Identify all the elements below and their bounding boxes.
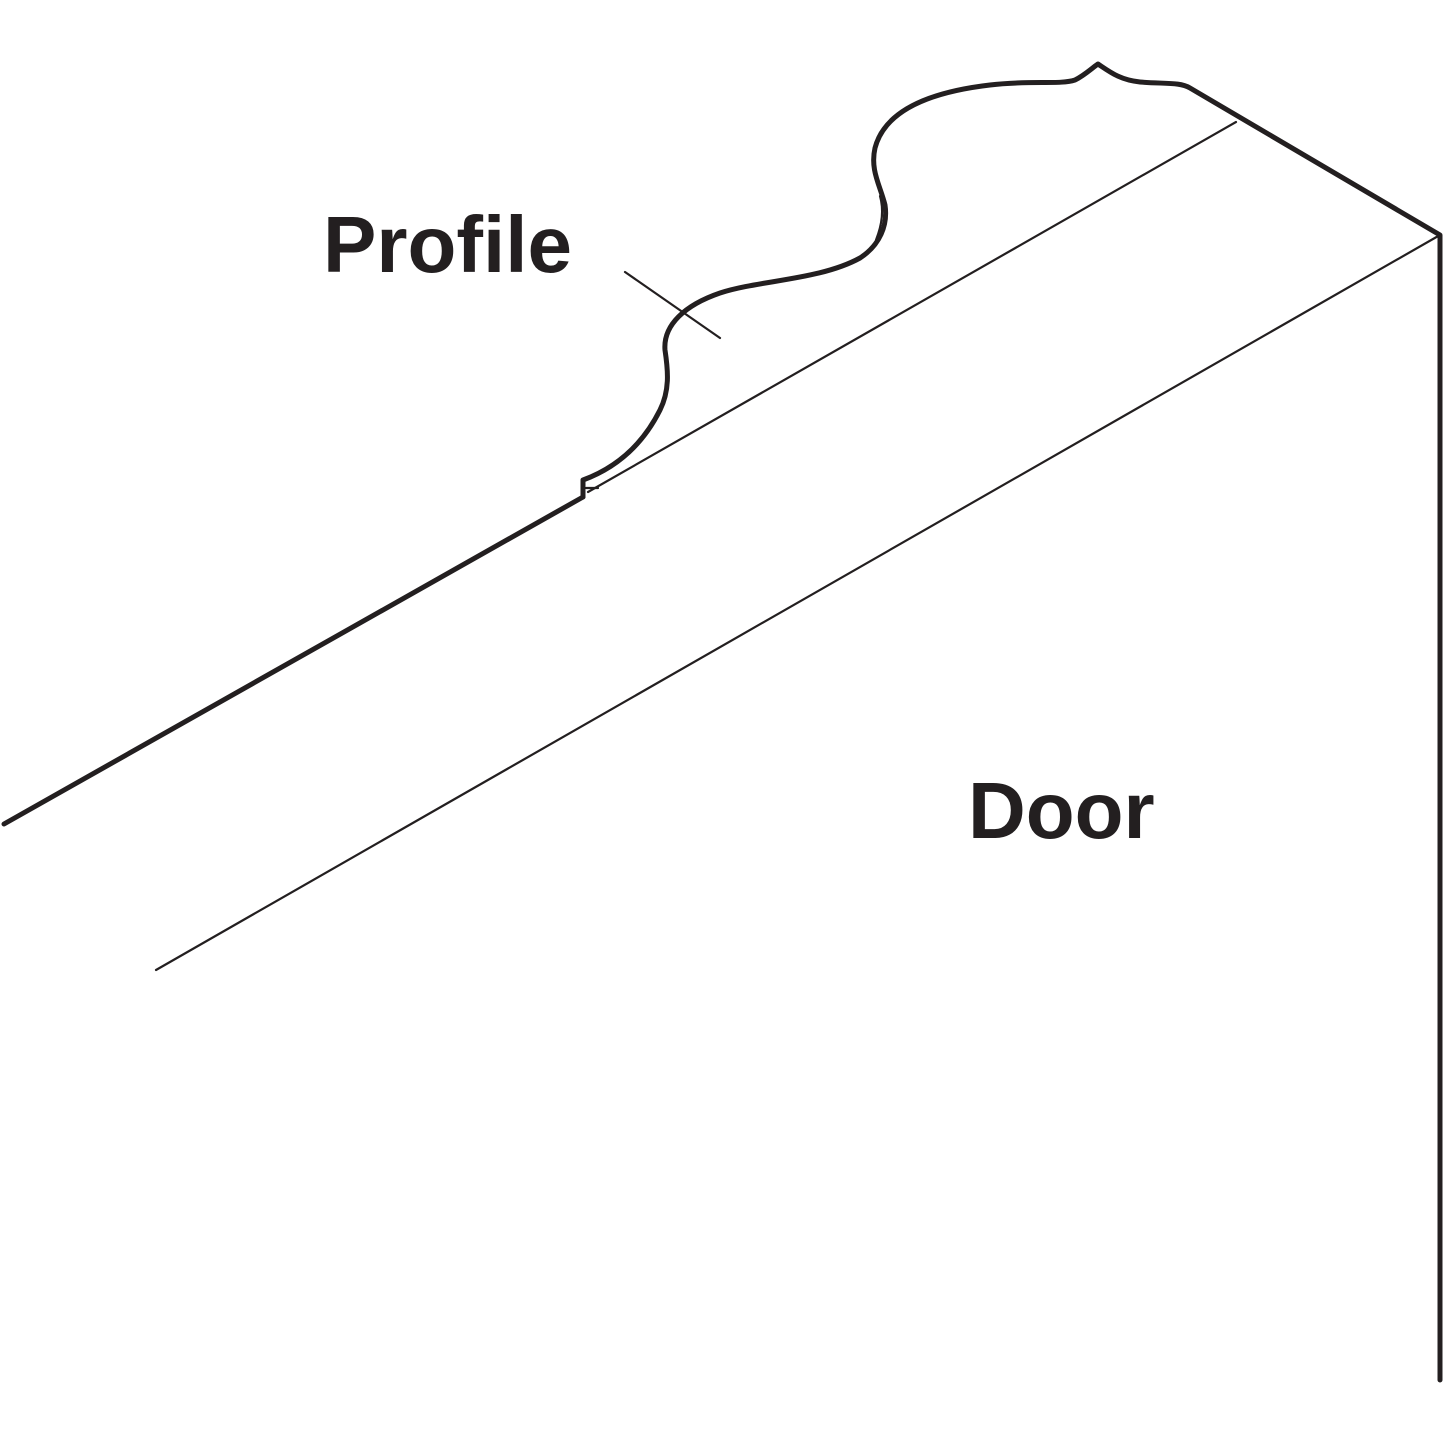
door-face-edge <box>154 233 1442 972</box>
door-label: Door <box>968 766 1155 855</box>
profile-molding-outline <box>580 61 1443 1383</box>
profile-label: Profile <box>323 200 572 289</box>
profile-leader-line <box>623 270 722 340</box>
profile-base-line <box>586 120 1238 494</box>
door-top-edge <box>1 494 586 827</box>
profile-groove-detail <box>874 194 884 242</box>
